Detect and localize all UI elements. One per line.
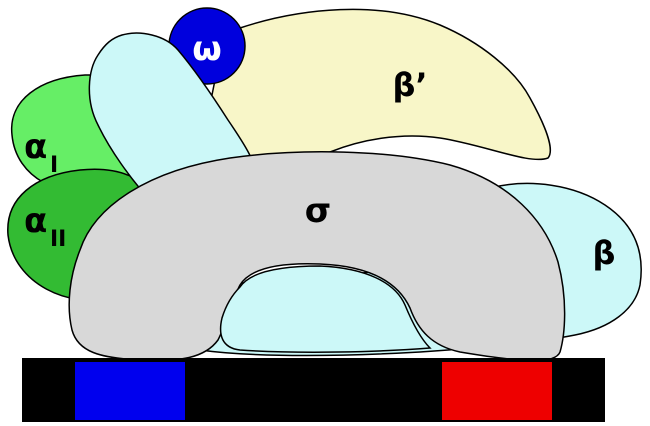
promoter-box-left bbox=[75, 362, 185, 420]
alpha-one-subscript: I bbox=[50, 153, 58, 178]
alpha-two-subscript: II bbox=[50, 227, 66, 252]
sigma-label: σ bbox=[305, 191, 331, 231]
beta-label: β bbox=[593, 234, 616, 272]
alpha-two-label: α bbox=[24, 201, 47, 241]
alpha-one-label: α bbox=[24, 127, 47, 167]
promoter-box-right bbox=[442, 362, 552, 420]
omega-label: ω bbox=[192, 29, 222, 69]
beta-prime-subunit bbox=[209, 9, 550, 164]
beta-prime-label: β’ bbox=[392, 66, 427, 104]
